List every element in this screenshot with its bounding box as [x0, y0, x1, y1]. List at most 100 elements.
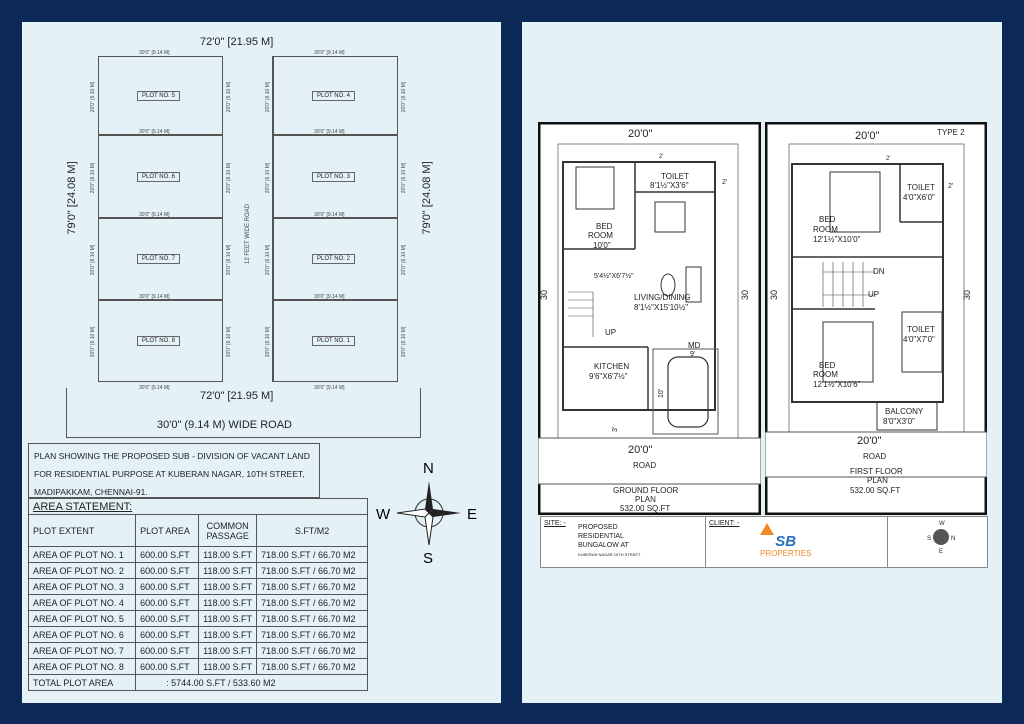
table-cell: 600.00 S.FT: [135, 626, 200, 643]
table-cell: AREA OF PLOT NO. 5: [27, 610, 137, 627]
table-cell: 718.00 S.FT / 66.70 M2: [256, 562, 368, 579]
header-plot-extent: PLOT EXTENT: [27, 514, 137, 547]
plot-depth-dim: 20'0" [6.10 M]: [401, 326, 407, 358]
main-road-label: 30'0" (9.14 M) WIDE ROAD: [157, 419, 292, 431]
plot: PLOT NO. 4 30'0" [9.14 M] 20'0" [6.10 M]…: [265, 50, 407, 135]
svg-text:UP: UP: [868, 290, 879, 299]
svg-text:TOILET: TOILET: [907, 183, 935, 192]
table-cell: 600.00 S.FT: [135, 594, 200, 611]
plot-depth-dim: 20'0" [6.10 M]: [90, 81, 96, 112]
svg-text:8'1½"X3'6": 8'1½"X3'6": [650, 181, 689, 190]
plot: PLOT NO. 7 30'0" [9.14 M] 20'0" [6.10 M]…: [90, 212, 232, 300]
svg-text:2': 2': [948, 183, 953, 190]
ground-floor-plan: 20'0" 2' 2' 30 30 BED ROOM 10'0" TOILET …: [538, 122, 761, 515]
table-cell: 718.00 S.FT / 66.70 M2: [256, 658, 368, 675]
svg-text:BED: BED: [819, 215, 836, 224]
description-line: PLAN SHOWING THE PROPOSED SUB - DIVISION…: [34, 451, 310, 461]
svg-text:N: N: [951, 536, 955, 542]
table-cell: 118.00 S.FT: [198, 610, 258, 627]
plot: PLOT NO. 1 30'0" [9.14 M] 20'0" [6.10 M]…: [265, 294, 407, 391]
description-line: MADIPAKKAM, CHENNAI-91.: [34, 487, 148, 497]
svg-text:4'0"X6'0": 4'0"X6'0": [903, 193, 935, 202]
svg-text:PLAN: PLAN: [635, 495, 656, 504]
site-line: PROPOSED: [578, 524, 618, 531]
table-cell: 718.00 S.FT / 66.70 M2: [256, 546, 368, 563]
svg-text:12'1½"X10'6": 12'1½"X10'6": [813, 380, 861, 389]
table-cell: 718.00 S.FT / 66.70 M2: [256, 610, 368, 627]
svg-text:DN: DN: [873, 267, 885, 276]
table-cell: AREA OF PLOT NO. 7: [27, 642, 137, 659]
overall-depth-left: 79'0" [24.08 M]: [66, 161, 78, 235]
site-line: RESIDENTIAL: [578, 533, 624, 540]
plot-depth-dim: 20'0" [6.10 M]: [401, 81, 407, 112]
table-cell: 118.00 S.FT: [198, 594, 258, 611]
site-subdivision-panel: 72'0" [21.95 M] PLOT NO. 5 30'0" [9.14 M…: [22, 22, 501, 703]
table-cell: 600.00 S.FT: [135, 546, 200, 563]
svg-text:20'0": 20'0": [628, 444, 652, 456]
svg-text:3': 3': [612, 427, 619, 432]
plot: PLOT NO. 8 30'0" [9.14 M] 20'0" [6.10 M]…: [90, 294, 232, 391]
title-block: SITE: - PROPOSED RESIDENTIAL BUNGALOW AT…: [540, 516, 988, 568]
total-value: : 5744.00 S.FT / 533.60 M2: [135, 674, 368, 691]
plot: PLOT NO. 2 30'0" [9.14 M] 20'0" [6.10 M]…: [265, 212, 407, 300]
svg-text:20'0": 20'0": [628, 128, 652, 140]
svg-text:TOILET: TOILET: [661, 172, 689, 181]
logo-subtext: PROPERTIES: [760, 549, 812, 558]
svg-text:2': 2': [659, 154, 663, 160]
plot-label: PLOT NO. 4: [312, 90, 355, 101]
svg-text:20'0": 20'0": [855, 130, 879, 142]
svg-text:30: 30: [962, 290, 972, 300]
svg-text:9': 9': [690, 351, 695, 358]
area-statement-table: AREA STATEMENT: PLOT EXTENT PLOT AREA CO…: [27, 498, 368, 691]
plot-width-dim: 30'0" [9.14 M]: [314, 294, 345, 300]
svg-text:TOILET: TOILET: [907, 325, 935, 334]
svg-text:2': 2': [722, 179, 727, 186]
plot-label: PLOT NO. 5: [137, 90, 180, 101]
svg-text:10': 10': [658, 389, 665, 398]
table-cell: 118.00 S.FT: [198, 626, 258, 643]
plot-width-dim: 30'0" [9.14 M]: [139, 129, 170, 135]
svg-text:S: S: [423, 550, 433, 567]
svg-text:2': 2': [886, 156, 890, 162]
table-cell: AREA OF PLOT NO. 8: [27, 658, 137, 675]
table-cell: 118.00 S.FT: [198, 562, 258, 579]
svg-text:BED: BED: [596, 222, 613, 231]
header-common-passage: COMMON PASSAGE: [198, 514, 258, 547]
table-cell: 600.00 S.FT: [135, 610, 200, 627]
table-cell: 118.00 S.FT: [198, 642, 258, 659]
svg-text:PLAN: PLAN: [867, 476, 888, 485]
svg-text:10'0": 10'0": [593, 241, 611, 250]
svg-text:8'1½"X15'10½": 8'1½"X15'10½": [634, 303, 688, 312]
client-label: CLIENT: -: [709, 520, 740, 527]
plot-width-dim: 30'0" [9.14 M]: [314, 212, 345, 218]
plot: PLOT NO. 3 30'0" [9.14 M] 20'0" [6.10 M]…: [265, 129, 407, 218]
svg-text:S: S: [927, 536, 931, 542]
total-label: TOTAL PLOT AREA: [27, 674, 137, 691]
svg-text:KITCHEN: KITCHEN: [594, 362, 629, 371]
svg-text:9'6"X6'7½": 9'6"X6'7½": [589, 372, 628, 381]
rug-icon: [660, 273, 676, 297]
svg-text:N: N: [423, 460, 434, 477]
internal-road-label: 12 FEET WIDE ROAD: [245, 204, 251, 264]
bed-icon: [822, 321, 874, 383]
svg-text:BED: BED: [819, 361, 836, 370]
table-cell: 718.00 S.FT / 66.70 M2: [256, 626, 368, 643]
svg-text:BALCONY: BALCONY: [885, 407, 924, 416]
site-line: KUBERAN NAGAR 10TH STREET: [578, 552, 641, 557]
plot-label: PLOT NO. 7: [137, 254, 180, 264]
table-cell: 600.00 S.FT: [135, 642, 200, 659]
north-compass: N S W E: [376, 460, 477, 567]
table-cell: AREA OF PLOT NO. 6: [27, 626, 137, 643]
floor-plans-panel: 20'0" 2' 2' 30 30 BED ROOM 10'0" TOILET …: [522, 22, 1002, 703]
plot-label: PLOT NO. 1: [312, 336, 355, 346]
plan-description: PLAN SHOWING THE PROPOSED SUB - DIVISION…: [28, 443, 320, 498]
svg-text:532.00 SQ.FT: 532.00 SQ.FT: [620, 504, 670, 513]
header-plot-area: PLOT AREA: [135, 514, 200, 547]
plot-width-dim: 30'0" [9.14 M]: [314, 385, 345, 391]
svg-text:5'4½"X6'7½": 5'4½"X6'7½": [594, 272, 634, 280]
svg-text:8'0"X3'0": 8'0"X3'0": [883, 417, 915, 426]
svg-text:30: 30: [539, 290, 549, 300]
